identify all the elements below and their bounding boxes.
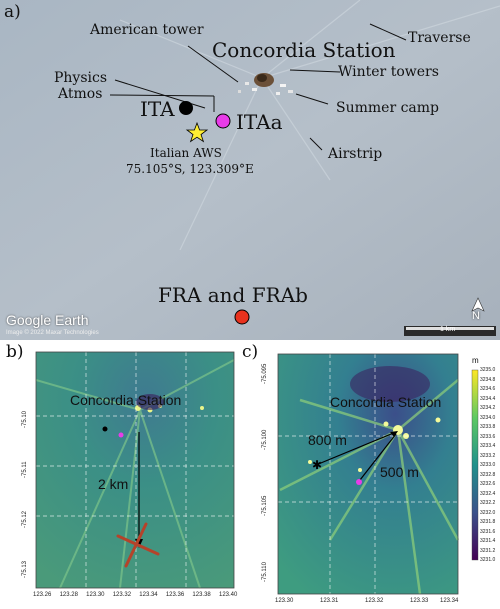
panel-c-grid <box>278 354 458 594</box>
ita-marker <box>179 101 193 115</box>
panel-c-x-tick: 123.34 <box>440 598 459 604</box>
label-airstrip: Airstrip <box>328 146 383 162</box>
colorbar-tick: 3233.4 <box>480 443 496 449</box>
colorbar-tick: 3234.6 <box>480 386 496 392</box>
panel-c-station-label: Concordia Station <box>330 394 442 410</box>
panel-c-y-tick: -75.110 <box>262 562 268 582</box>
colorbar-tick: 3233.8 <box>480 424 496 430</box>
label-summer-camp: Summer camp <box>336 100 440 116</box>
imagery-credit: Image © 2022 Maxar Technologies <box>6 330 99 336</box>
label-itaa: ITAa <box>236 110 283 134</box>
panel-c-y-tick: -75.100 <box>262 429 268 450</box>
colorbar-tick: 3232.4 <box>480 490 496 497</box>
panel-b-y-tick: -75.13 <box>22 560 28 578</box>
label-italian-aws: Italian AWS <box>150 146 222 160</box>
colorbar-unit: m <box>472 356 479 365</box>
colorbar-tick: 3235.0 <box>480 367 496 373</box>
colorbar-tick: 3231.4 <box>480 538 496 544</box>
label-traverse: Traverse <box>408 30 471 46</box>
panel-a-satellite: a) American tower Concordia Station Trav… <box>0 0 500 340</box>
panel-b-x-tick: 123.36 <box>165 592 185 598</box>
colorbar-tick: 3231.2 <box>480 547 496 554</box>
panel-b-elevation-map: b) Concordia Station 2 km 123.26 123.28 12… <box>0 340 240 609</box>
label-aws-coordinates: 75.105°S, 123.309°E <box>126 162 254 176</box>
label-atmos: Atmos <box>58 86 103 102</box>
panel-c-x-tick: 123.31 <box>320 598 339 604</box>
panel-c-aws-star: ✱ <box>312 458 322 472</box>
panel-b-distance-label: 2 km <box>98 476 129 492</box>
colorbar-tick: 3234.0 <box>480 414 496 421</box>
panel-c-itaa-marker <box>356 479 362 485</box>
google-earth-logo: Google Earth <box>6 312 89 328</box>
panel-b-y-tick: -75.12 <box>22 510 28 528</box>
panel-a-tag: a) <box>4 2 21 22</box>
fra-marker <box>234 309 250 325</box>
colorbar-tick: 3231.6 <box>480 528 496 535</box>
label-physics: Physics <box>54 70 108 86</box>
north-label: N <box>472 310 480 322</box>
colorbar-tick: 3234.4 <box>480 395 496 402</box>
panel-b-x-tick: 123.38 <box>192 592 211 598</box>
itaa-marker <box>215 113 231 129</box>
panel-c-x-tick: 123.30 <box>275 598 294 604</box>
snow-tracks <box>119 0 500 251</box>
panel-c-500m-label: 500 m <box>380 464 419 480</box>
panel-c-tracks <box>279 379 460 595</box>
station-buildings <box>238 73 293 95</box>
label-ita: ITA <box>140 97 175 121</box>
colorbar-tick: 3233.6 <box>480 433 496 440</box>
label-american-tower: American tower <box>90 22 204 38</box>
panel-b-station-label: Concordia Station <box>70 392 182 408</box>
colorbar-tick: 3234.2 <box>480 405 496 411</box>
colorbar-tick: 3231.8 <box>480 519 496 525</box>
panel-b-y-tick: -75.11 <box>22 461 28 478</box>
panel-c-map: ✱ <box>277 353 479 595</box>
panel-b-fra-cross <box>116 522 160 568</box>
colorbar-tick: 3232.8 <box>480 471 496 478</box>
panel-b-map <box>35 351 235 589</box>
panel-c-distance-lines <box>315 431 397 481</box>
panel-c-x-tick: 123.33 <box>410 598 429 604</box>
satellite-background <box>0 0 500 340</box>
panel-b-grid <box>36 352 234 588</box>
panel-b-x-tick: 123.40 <box>219 592 238 598</box>
panel-c-tag: c) <box>242 342 259 362</box>
panel-c-y-tick: -75.095 <box>262 363 268 384</box>
panel-b-ita-marker <box>102 426 108 432</box>
colorbar-tick: 3233.0 <box>480 462 496 468</box>
leader-lines <box>109 23 407 151</box>
aws-star-marker <box>185 121 209 143</box>
panel-c-y-tick: -75.105 <box>262 495 268 516</box>
panel-a-map <box>0 0 500 340</box>
panel-b-x-tick: 123.28 <box>59 592 78 598</box>
colorbar-tick: 3233.2 <box>480 452 496 459</box>
scale-bar <box>404 326 496 336</box>
north-arrow-icon <box>471 297 485 312</box>
panel-b-x-tick: 123.26 <box>33 592 52 598</box>
colorbar <box>471 369 479 561</box>
label-concordia-station: Concordia Station <box>212 38 396 62</box>
label-winter-towers: Winter towers <box>338 64 439 80</box>
panel-b-x-tick: 123.32 <box>112 592 132 598</box>
colorbar-tick: 3232.2 <box>480 500 496 506</box>
panel-b-y-tick: -75.10 <box>22 410 28 428</box>
label-fra: FRA and FRAb <box>158 283 308 307</box>
panel-b-x-tick: 123.34 <box>139 592 158 598</box>
scale-bar-label: 1 km <box>440 326 456 333</box>
panel-b-itaa-marker <box>118 432 124 438</box>
panel-b-raster <box>36 352 234 588</box>
panel-c-800m-label: 800 m <box>308 432 347 448</box>
panel-c-x-tick: 123.32 <box>365 598 384 604</box>
colorbar-tick: 3232.0 <box>480 509 496 516</box>
panel-b-tag: b) <box>6 342 24 362</box>
colorbar-tick: 3234.8 <box>480 376 496 383</box>
panel-b-x-tick: 123.30 <box>86 592 105 598</box>
colorbar-tick: 3231.0 <box>480 557 496 563</box>
colorbar-tick: 3232.6 <box>480 481 496 487</box>
panel-c-elevation-map: ✱ c) Concordia Station 800 m 500 m m 123… <box>240 340 500 609</box>
